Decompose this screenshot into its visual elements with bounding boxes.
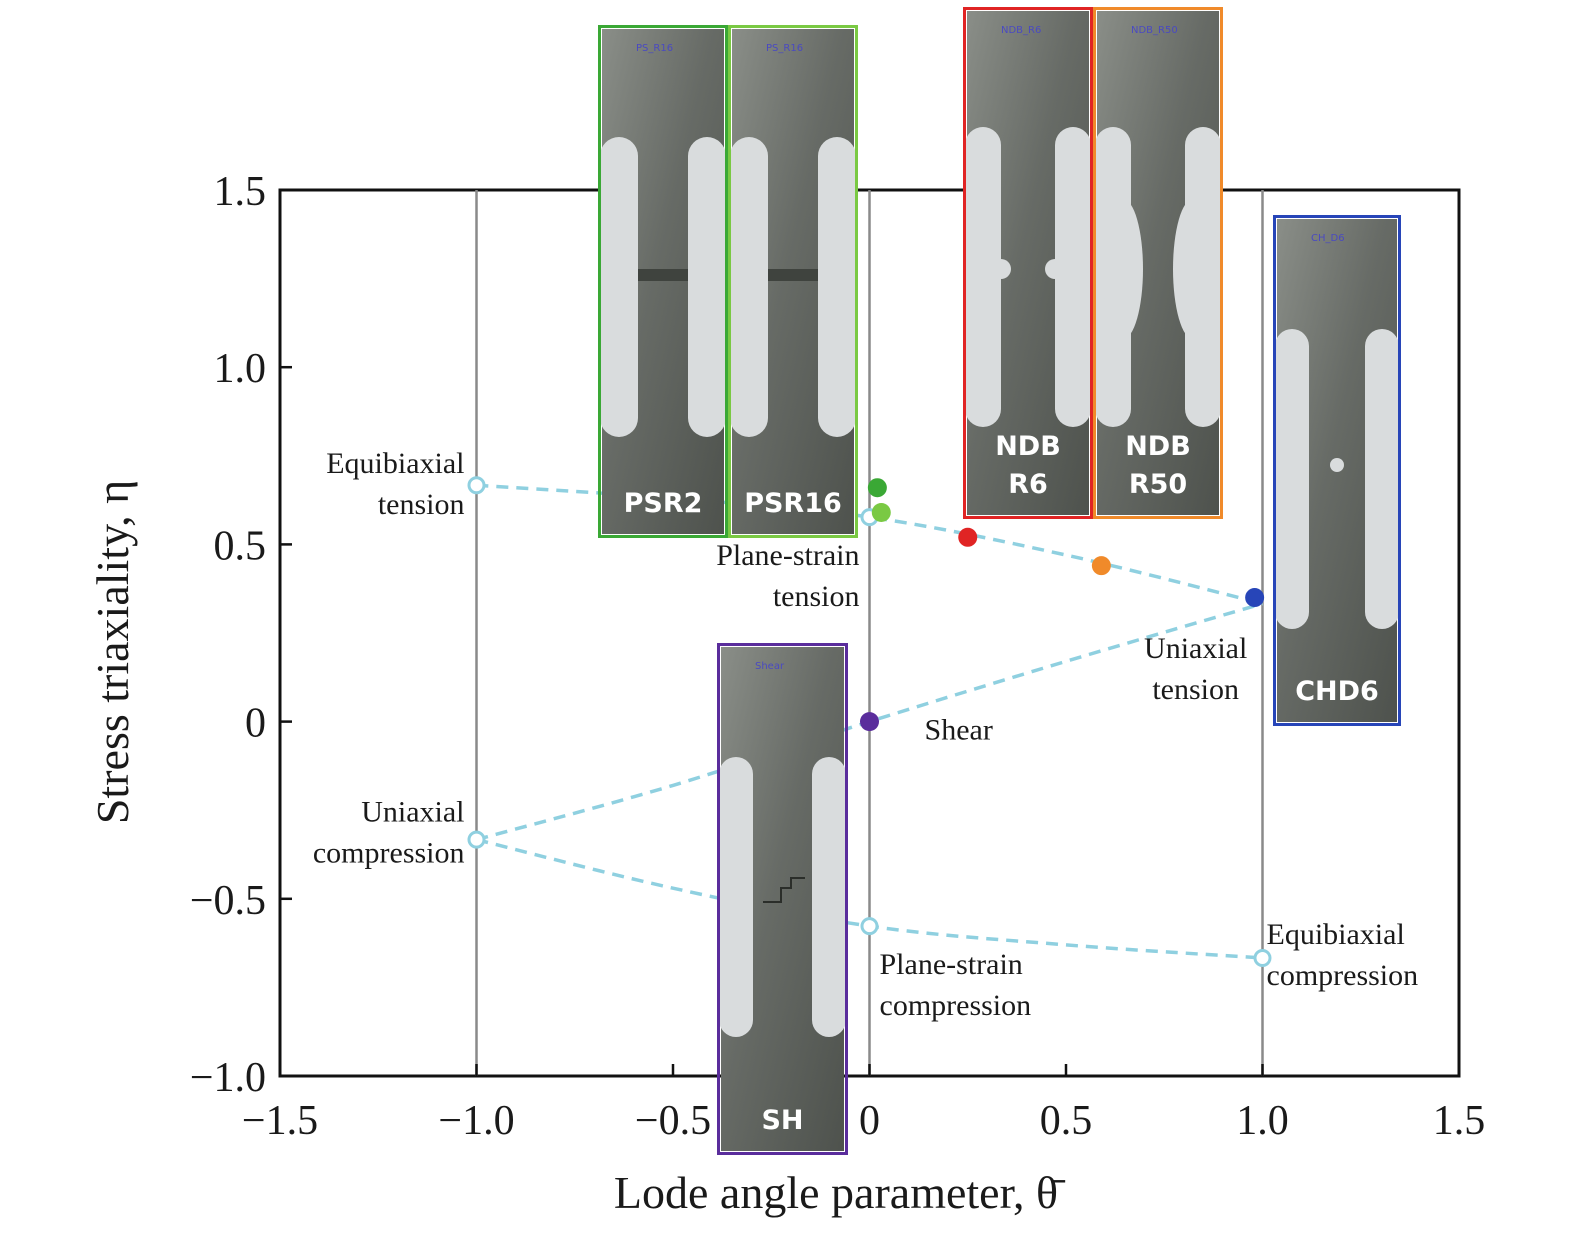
data-point-psr16: [871, 503, 891, 523]
data-point-psr2: [867, 478, 887, 498]
data-points: [860, 478, 1265, 732]
x-tick-label: −1.0: [438, 1098, 514, 1144]
y-tick-label: −1.0: [190, 1055, 266, 1101]
specimen-note: NDB_R6: [1001, 25, 1041, 36]
reference-point: [1253, 948, 1272, 967]
x-tick-label: 0.5: [1040, 1098, 1093, 1144]
reference-point: [467, 830, 486, 849]
specimen-note: PS_R16: [766, 43, 803, 54]
specimen-frame: [717, 643, 848, 1155]
x-tick-label: −1.5: [242, 1098, 318, 1144]
specimen-frame: [728, 25, 858, 538]
specimen-note: CH_D6: [1311, 233, 1345, 244]
annotation: Shear: [925, 713, 993, 746]
x-tick-label: −0.5: [635, 1098, 711, 1144]
specimen-frame: [1093, 7, 1223, 519]
y-axis-title: Stress triaxiality, η: [87, 480, 138, 824]
x-axis-title: Lode angle parameter, θ̄: [614, 1167, 1066, 1218]
specimen-label: CHD6: [1295, 676, 1379, 707]
y-tick-label: 0.5: [214, 523, 267, 569]
x-tick-label: 1.0: [1236, 1098, 1289, 1144]
reference-point: [467, 476, 486, 495]
specimen-frame: [1273, 215, 1401, 726]
data-point-chd6: [1245, 588, 1265, 608]
specimen-note: NDB_R50: [1131, 25, 1178, 36]
y-tick-label: 0: [245, 701, 266, 747]
x-tick-label: 0: [859, 1098, 880, 1144]
reference-point: [860, 917, 879, 936]
y-tick-label: 1.0: [214, 346, 267, 392]
specimen-frame: [963, 7, 1093, 519]
specimen-label: PSR16: [744, 488, 842, 519]
x-axis-ticks: −1.5 −1.0 −0.5 0 0.5 1.0 1.5: [242, 1064, 1485, 1144]
data-point-ndb-r6: [958, 527, 978, 547]
x-tick-label: 1.5: [1433, 1098, 1486, 1144]
specimen-label: SH: [761, 1105, 803, 1136]
specimen-label: PSR2: [624, 488, 703, 519]
specimen-frame: [598, 25, 728, 538]
specimen-note: Shear: [755, 661, 785, 672]
data-point-sh: [860, 712, 879, 732]
y-axis-ticks: −1.0 −0.5 0 0.5 1.0 1.5: [190, 169, 292, 1101]
data-point-ndb-r50: [1091, 556, 1111, 576]
y-tick-label: 1.5: [214, 169, 267, 215]
y-tick-label: −0.5: [190, 878, 266, 924]
specimen-note: PS_R16: [636, 43, 673, 54]
